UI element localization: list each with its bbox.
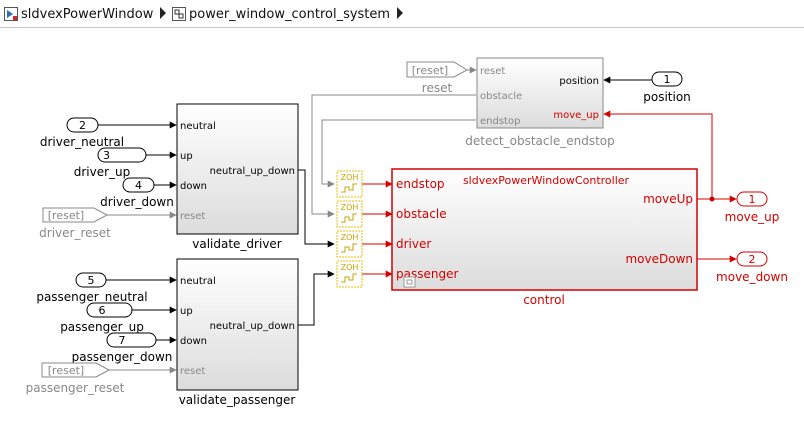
inport-driver-up[interactable]: 3 driver_up: [74, 147, 147, 179]
port-move-up: move_up: [553, 110, 599, 121]
control-block[interactable]: sldvexPowerWindowController endstop obst…: [391, 168, 698, 307]
inport-number: 2: [79, 119, 86, 132]
inport-passenger-up[interactable]: 6 passenger_up: [60, 302, 144, 334]
port-reset: reset: [180, 211, 205, 222]
inport-passenger-neutral[interactable]: 5 passenger_neutral: [36, 272, 148, 304]
zoh-label: ZOH: [341, 233, 359, 242]
port-reset: reset: [480, 66, 505, 77]
block-label: detect_obstacle_endstop: [465, 134, 615, 148]
control-title: sldvexPowerWindowController: [463, 174, 630, 187]
validate-passenger-block[interactable]: neutral up down reset neutral_up_down va…: [176, 258, 299, 407]
from-label: passenger_reset: [26, 381, 125, 395]
port-driver: driver: [396, 237, 431, 251]
breadcrumb-bar: sldvexPowerWindow power_window_control_s…: [0, 0, 804, 28]
zoh-label: ZOH: [341, 203, 359, 212]
port-obstacle: obstacle: [480, 91, 522, 102]
inport-number: 3: [103, 149, 110, 162]
zoh-block-4[interactable]: ZOH: [336, 260, 363, 288]
outport-move-down[interactable]: 2 move_down: [716, 251, 788, 284]
port-endstop: endstop: [480, 116, 520, 127]
outport-number: 2: [749, 253, 756, 266]
port-down: down: [180, 181, 207, 192]
from-label: reset: [422, 81, 453, 95]
zoh-label: ZOH: [341, 173, 359, 182]
model-reference-icon: [403, 276, 416, 288]
breadcrumb-model[interactable]: sldvexPowerWindow: [4, 4, 153, 24]
inport-driver-down[interactable]: 4 driver_down: [100, 177, 174, 209]
block-label: validate_driver: [192, 237, 282, 251]
block-label: control: [523, 293, 565, 307]
inport-passenger-down[interactable]: 7 passenger_down: [72, 332, 173, 364]
model-icon: [4, 7, 18, 21]
outport-number: 1: [749, 193, 756, 206]
inport-driver-neutral[interactable]: 2 driver_neutral: [40, 117, 124, 149]
outport-label: move_down: [716, 270, 788, 284]
from-passenger-reset[interactable]: [reset] passenger_reset: [26, 362, 125, 395]
outport-move-up[interactable]: 1 move_up: [725, 191, 780, 224]
from-tag: [reset]: [48, 364, 84, 377]
inport-label: driver_neutral: [40, 135, 124, 149]
inport-label: driver_up: [74, 165, 131, 179]
port-up: up: [180, 151, 193, 162]
inport-label: passenger_neutral: [36, 290, 147, 304]
inport-label: position: [643, 90, 691, 104]
from-tag: [reset]: [412, 64, 448, 77]
port-position: position: [559, 76, 599, 87]
port-neutral: neutral: [180, 276, 216, 287]
port-endstop: endstop: [396, 177, 445, 191]
inport-label: driver_down: [100, 195, 174, 209]
zoh-label: ZOH: [341, 263, 359, 272]
port-down: down: [180, 336, 207, 347]
zoh-block-2[interactable]: ZOH: [336, 200, 363, 228]
port-neutral: neutral: [180, 121, 216, 132]
diagram-canvas[interactable]: 2 driver_neutral 3 driver_up 4 driver_do…: [0, 28, 804, 431]
breadcrumb-model-label: sldvexPowerWindow: [21, 6, 154, 22]
from-driver-reset[interactable]: [reset] driver_reset: [39, 207, 111, 240]
chevron-right-icon: [160, 7, 166, 19]
subsystem-icon: [172, 7, 186, 21]
inport-number: 1: [664, 73, 671, 86]
port-up: up: [180, 306, 193, 317]
port-move-up: moveUp: [643, 192, 693, 206]
inport-number: 7: [119, 334, 126, 347]
outport-label: move_up: [725, 210, 780, 224]
inport-label: passenger_up: [60, 320, 144, 334]
detect-obstacle-endstop-block[interactable]: reset obstacle endstop position move_up …: [465, 57, 615, 148]
inport-number: 6: [99, 304, 106, 317]
breadcrumb-subsystem[interactable]: power_window_control_system: [172, 4, 390, 24]
validate-driver-block[interactable]: neutral up down reset neutral_up_down va…: [176, 103, 299, 251]
port-obstacle: obstacle: [396, 207, 447, 221]
block-label: validate_passenger: [179, 393, 296, 407]
inport-label: passenger_down: [72, 350, 173, 364]
from-label: driver_reset: [39, 226, 111, 240]
port-neutral-up-down: neutral_up_down: [210, 166, 295, 177]
inport-position[interactable]: 1 position: [643, 71, 691, 104]
from-tag: [reset]: [48, 209, 84, 222]
inport-number: 5: [88, 274, 95, 287]
zoh-block-1[interactable]: ZOH: [336, 170, 363, 198]
breadcrumb-subsystem-label: power_window_control_system: [189, 6, 391, 22]
inport-number: 4: [135, 179, 142, 192]
zoh-block-3[interactable]: ZOH: [336, 230, 363, 258]
port-reset: reset: [180, 366, 205, 377]
from-reset[interactable]: [reset] reset: [406, 61, 469, 95]
port-move-down: moveDown: [625, 252, 693, 266]
chevron-right-icon: [397, 7, 403, 19]
port-neutral-up-down: neutral_up_down: [210, 321, 295, 332]
